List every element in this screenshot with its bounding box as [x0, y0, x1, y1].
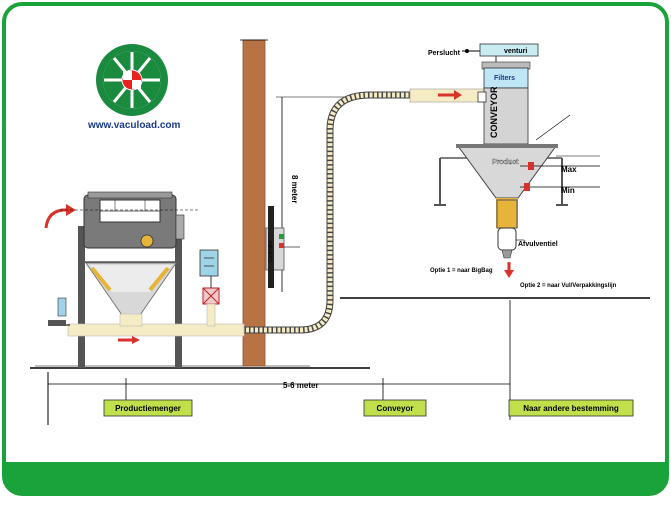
- max-label: Max: [561, 165, 577, 174]
- height-label: 8 meter: [290, 175, 299, 203]
- production-mixer: [44, 191, 200, 368]
- vacuload-logo: [96, 44, 168, 116]
- sensor-left: [57, 297, 67, 317]
- filters-label: Filters: [494, 75, 515, 82]
- filling-valve: [497, 227, 517, 251]
- controller-label: Controller: [268, 240, 274, 262]
- productiemenger-label: Productiemenger: [115, 404, 181, 413]
- naar-andere-label: Naar andere bestemming: [523, 404, 619, 413]
- venturi: [479, 43, 539, 57]
- conveyor-box: [363, 399, 427, 417]
- discharge-pipe: [67, 323, 245, 337]
- flow-arrow-discharge: [132, 336, 140, 344]
- conveyor-label: Conveyor: [377, 404, 414, 413]
- conveyor-body: [483, 87, 529, 145]
- product-fill: [496, 198, 518, 228]
- optie1-label: Optie 1 = naar BigBag: [430, 268, 493, 274]
- logo-url: www.vacuload.com: [87, 120, 181, 131]
- wall: [242, 39, 266, 367]
- afvulventiel-label: Afvulventiel: [518, 241, 558, 248]
- bottom-band: [6, 462, 665, 492]
- flow-arrow-inlet: [454, 90, 462, 100]
- min-label: Min: [561, 186, 575, 195]
- perslucht-label: Perslucht: [428, 50, 461, 57]
- product-label: Product: [492, 159, 519, 166]
- flow-arrow-outlet: [504, 270, 514, 278]
- vacuum-conveyor: CONVEYOR: [434, 43, 600, 278]
- valve-actuator: [199, 249, 219, 277]
- distance-label: 5-6 meter: [283, 381, 319, 390]
- optie2-label: Optie 2 = naar Vul/Verpakkingslijn: [520, 283, 617, 289]
- productiemenger-box: [103, 399, 193, 417]
- venturi-label: venturi: [504, 48, 527, 55]
- naar-andere-box: [508, 399, 634, 417]
- controller-rail: [268, 206, 274, 288]
- conveyor-body-label: CONVEYOR: [489, 86, 499, 138]
